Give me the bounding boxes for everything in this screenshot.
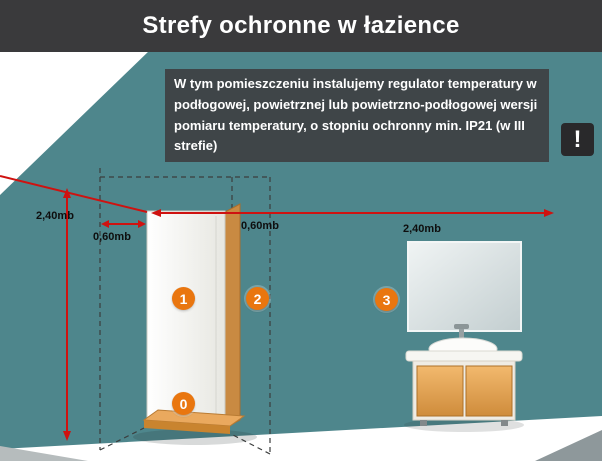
- wall-corner-measure-line: [0, 175, 148, 213]
- zone-3-badge: 3: [375, 288, 398, 311]
- arrowhead-zone1-left: [101, 220, 109, 228]
- title-banner: Strefy ochronne w łazience: [0, 0, 602, 52]
- shower-side-panel: [224, 203, 241, 429]
- cabinet-door-right: [465, 365, 513, 417]
- mirror: [407, 241, 522, 332]
- shower-front-panel: [146, 210, 226, 426]
- cabinet-leg-right: [501, 420, 508, 426]
- arrowhead-up: [63, 188, 71, 198]
- warning-icon: !: [561, 123, 594, 156]
- zone-2-badge: 2: [246, 287, 269, 310]
- zone-boundary-dashed-lines: [99, 168, 271, 455]
- shower-enclosure: [142, 203, 246, 434]
- arrowhead-right: [544, 209, 554, 217]
- countertop: [405, 350, 523, 362]
- info-text: W tym pomieszczeniu instalujemy regulato…: [174, 76, 538, 154]
- cabinet-door-left: [416, 365, 464, 417]
- floor-shade-left: [0, 446, 88, 461]
- floor-shade-right: [535, 430, 602, 461]
- faucet: [459, 326, 464, 344]
- exclamation-glyph: !: [573, 125, 582, 153]
- zone-2-label: 2: [253, 290, 262, 307]
- info-box: W tym pomieszczeniu instalujemy regulato…: [165, 69, 549, 163]
- arrowhead-zone1-right: [138, 220, 146, 228]
- measure-zone2-width: 0,60mb: [241, 220, 279, 232]
- zone-0-label: 0: [179, 395, 188, 412]
- vanity-shadow: [404, 418, 524, 432]
- vanity-with-mirror: [405, 241, 523, 426]
- measure-zone1-width: 0,60mb: [93, 231, 131, 243]
- zone-1-badge: 1: [172, 287, 195, 310]
- measure-wall-height: 2,40mb: [36, 210, 74, 222]
- page-title: Strefy ochronne w łazience: [142, 12, 460, 39]
- measurement-lines: [0, 175, 554, 441]
- zone-1-label: 1: [179, 290, 188, 307]
- measure-wall-width: 2,40mb: [403, 223, 441, 235]
- arrowhead-down: [63, 431, 71, 441]
- shower-tray-front: [144, 420, 230, 434]
- cabinet-leg-left: [420, 420, 427, 426]
- arrowhead-left: [151, 209, 161, 217]
- faucet-spout: [454, 324, 469, 329]
- zone-3-label: 3: [382, 291, 391, 308]
- zone-0-badge: 0: [172, 392, 195, 415]
